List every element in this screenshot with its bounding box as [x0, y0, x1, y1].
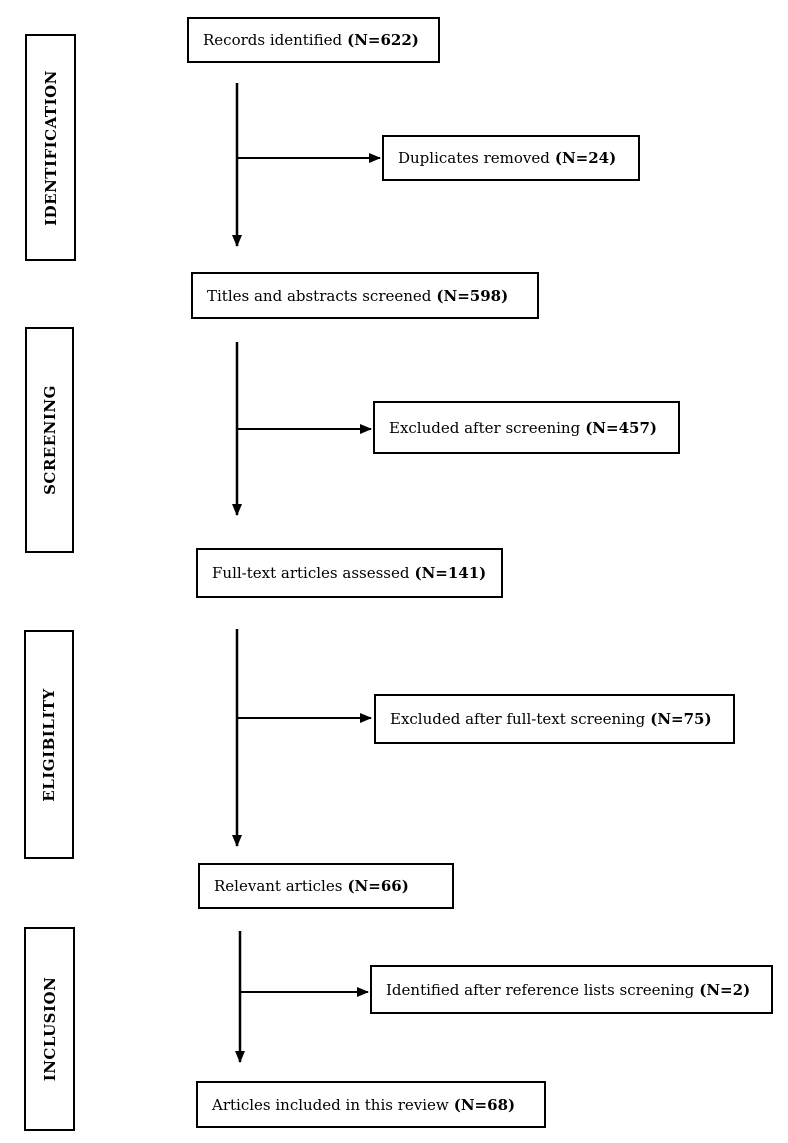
duplicates-removed-box: Duplicates removed(N=24) [382, 135, 640, 181]
records-identified-box: Records identified(N=622) [187, 17, 440, 63]
phase-label: IDENTIFICATION [41, 69, 60, 226]
phase-label: ELIGIBILITY [40, 687, 58, 802]
titles-abstracts-screened-box: Titles and abstracts screened(N=598) [191, 272, 539, 319]
phase-screening: SCREENING [25, 327, 74, 553]
phase-inclusion: INCLUSION [24, 927, 75, 1131]
identified-reference-lists-box: Identified after reference lists screeni… [370, 965, 773, 1014]
phase-label: INCLUSION [40, 976, 59, 1082]
phase-label: SCREENING [40, 385, 59, 495]
phase-identification: IDENTIFICATION [25, 34, 76, 261]
full-text-assessed-box: Full-text articles assessed(N=141) [196, 548, 503, 598]
excluded-after-screening-box: Excluded after screening(N=457) [373, 401, 680, 454]
phase-eligibility: ELIGIBILITY [24, 630, 74, 859]
articles-included-box: Articles included in this review(N=68) [196, 1081, 546, 1128]
relevant-articles-box: Relevant articles(N=66) [198, 863, 454, 909]
excluded-after-fulltext-box: Excluded after full-text screening(N=75) [374, 694, 735, 744]
